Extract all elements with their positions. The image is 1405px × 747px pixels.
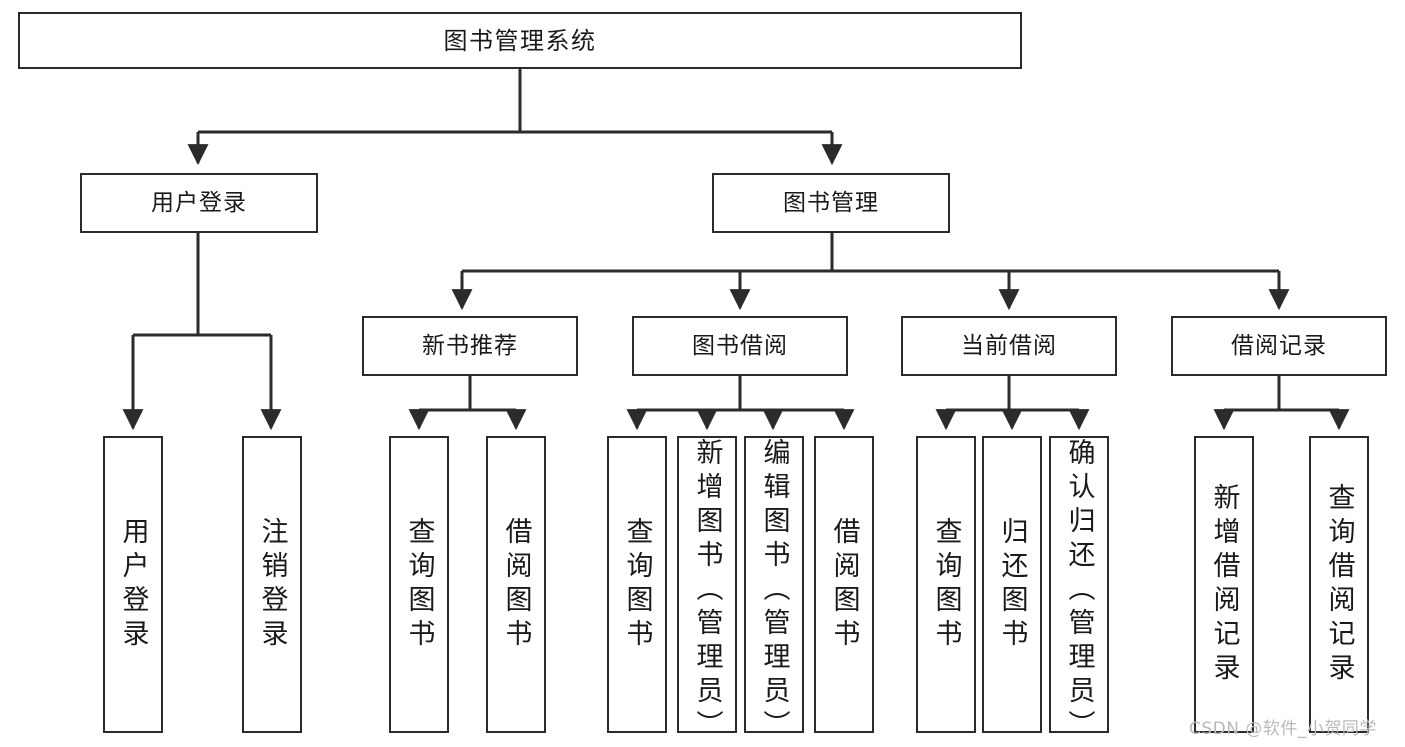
node-label: 用户登录: [117, 516, 149, 653]
leaf-borrow-books-newbook[interactable]: 借阅图书: [486, 436, 546, 733]
leaf-query-books-borrow[interactable]: 查询图书: [607, 436, 667, 733]
node-label: 归还图书: [996, 516, 1028, 653]
leaf-query-books-newbook[interactable]: 查询图书: [389, 436, 449, 733]
node-label: 图书管理: [783, 189, 879, 216]
node-label: 借阅图书: [500, 516, 532, 653]
node-label: 编辑图书（管理员）: [758, 438, 790, 744]
node-label: 新书推荐: [422, 332, 518, 359]
leaf-return-books[interactable]: 归还图书: [982, 436, 1042, 733]
leaf-logout-login[interactable]: 注销登录: [242, 436, 302, 733]
node-book-management[interactable]: 图书管理: [712, 173, 950, 233]
leaf-add-borrow-record[interactable]: 新增借阅记录: [1194, 436, 1254, 733]
leaf-borrow-books-borrow[interactable]: 借阅图书: [814, 436, 874, 733]
node-label: 确认归还（管理员）: [1063, 438, 1095, 744]
leaf-query-borrow-record[interactable]: 查询借阅记录: [1309, 436, 1369, 733]
node-book-borrowing[interactable]: 图书借阅: [632, 316, 848, 376]
node-label: 用户登录: [151, 189, 247, 216]
node-label: 图书借阅: [692, 332, 788, 359]
node-label: 图书管理系统: [443, 26, 597, 55]
leaf-add-book-admin[interactable]: 新增图书（管理员）: [677, 436, 737, 744]
node-label: 注销登录: [256, 516, 288, 653]
node-label: 新增图书（管理员）: [691, 438, 723, 744]
leaf-edit-book-admin[interactable]: 编辑图书（管理员）: [744, 436, 804, 744]
node-label: 查询图书: [930, 516, 962, 653]
leaf-query-books-current[interactable]: 查询图书: [916, 436, 976, 733]
node-label: 查询借阅记录: [1323, 482, 1355, 687]
csdn-watermark: CSDN @软件_小贺同学: [1189, 719, 1377, 739]
node-new-book-recommendation[interactable]: 新书推荐: [362, 316, 578, 376]
node-label: 当前借阅: [961, 332, 1057, 359]
node-label: 新增借阅记录: [1208, 482, 1240, 687]
node-label: 查询图书: [621, 516, 653, 653]
node-label: 借阅记录: [1231, 332, 1327, 359]
leaf-confirm-return-admin[interactable]: 确认归还（管理员）: [1049, 436, 1109, 744]
node-label: 借阅图书: [828, 516, 860, 653]
leaf-user-login[interactable]: 用户登录: [103, 436, 163, 733]
node-user-login[interactable]: 用户登录: [80, 173, 318, 233]
node-current-borrowing[interactable]: 当前借阅: [901, 316, 1117, 376]
node-root-book-management-system[interactable]: 图书管理系统: [18, 12, 1022, 69]
node-borrowing-records[interactable]: 借阅记录: [1171, 316, 1387, 376]
node-label: 查询图书: [403, 516, 435, 653]
